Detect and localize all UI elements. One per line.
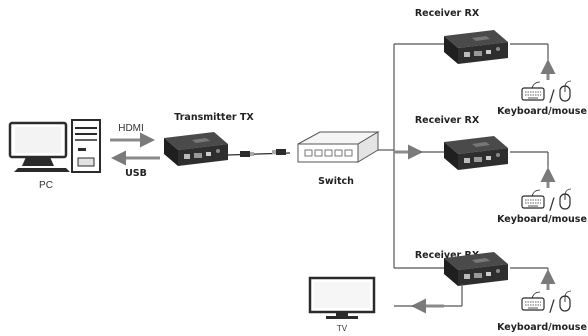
- slash-1-icon: /: [549, 86, 555, 105]
- pc-label: PC: [39, 180, 53, 191]
- mouse-3-icon: [559, 290, 572, 312]
- transmitter-label: Transmitter TX: [174, 112, 254, 123]
- tv-label: TV: [337, 324, 348, 333]
- transmitter-icon: [164, 132, 228, 166]
- receiver-1-icon: [444, 30, 508, 64]
- receiver-2-icon: [444, 136, 508, 170]
- receiver-3-label: Receiver RX: [415, 250, 480, 261]
- switch-label: Switch: [318, 176, 354, 187]
- slash-3-icon: /: [549, 296, 555, 315]
- hdmi-label: HDMI: [118, 123, 144, 134]
- receiver-3-icon: [444, 252, 508, 286]
- receiver-2-label: Receiver RX: [415, 115, 480, 126]
- receiver-1-label: Receiver RX: [415, 8, 480, 19]
- tv-icon: [308, 276, 376, 319]
- mouse-1-icon: [559, 80, 572, 102]
- km-2-label: Keyboard/mouse: [497, 214, 587, 225]
- keyboard-1-icon: [521, 81, 545, 101]
- km-3-label: Keyboard/mouse: [497, 322, 587, 333]
- keyboard-3-icon: [521, 291, 545, 311]
- slash-2-icon: /: [549, 194, 555, 213]
- mouse-2-icon: [559, 188, 572, 210]
- network-cable-icon: [227, 149, 291, 157]
- keyboard-2-icon: [521, 189, 545, 209]
- pc-icon: [8, 119, 101, 173]
- km-1-label: Keyboard/mouse: [497, 106, 587, 117]
- switch-icon: [297, 131, 380, 163]
- usb-label: USB: [125, 168, 147, 179]
